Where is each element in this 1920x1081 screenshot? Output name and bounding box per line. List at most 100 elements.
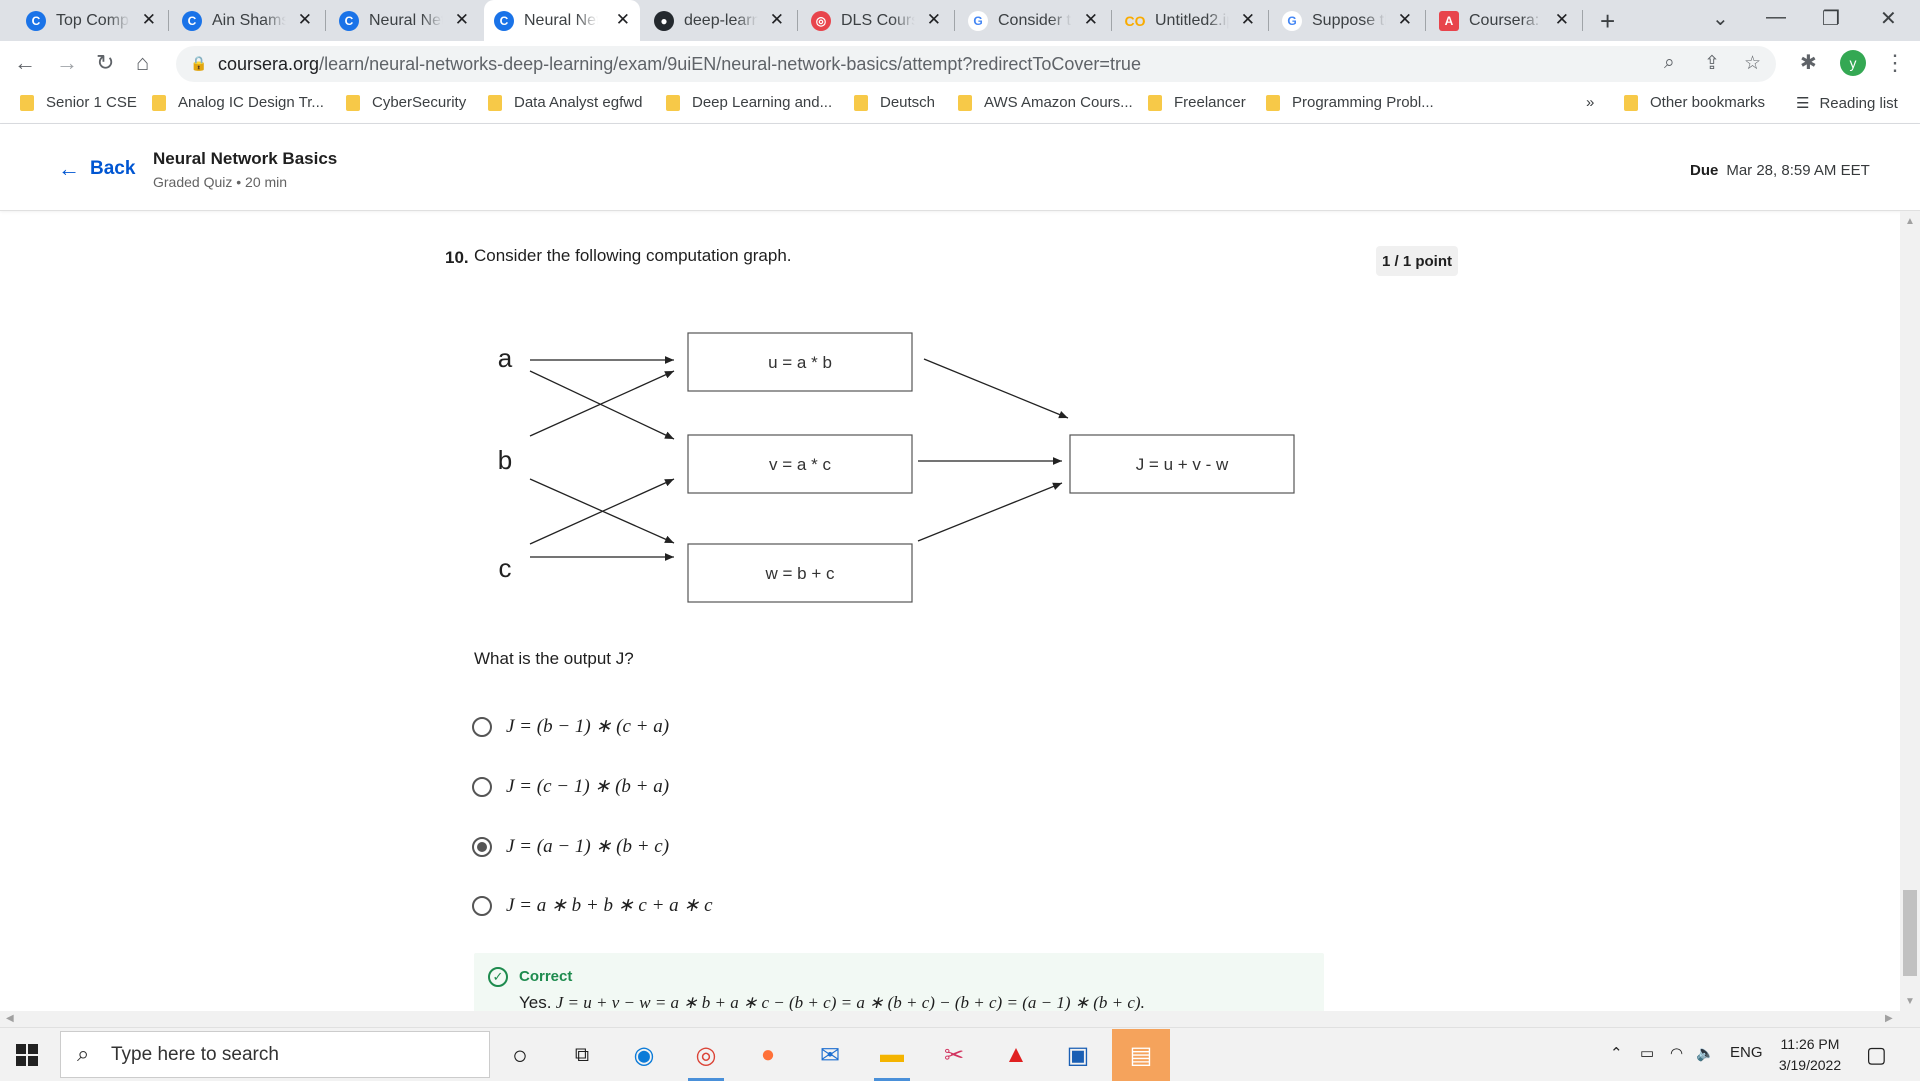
lock-icon[interactable]: 🔒 — [190, 55, 208, 71]
close-icon[interactable]: ✕ — [454, 10, 469, 29]
dls-icon: ◎ — [811, 10, 831, 31]
profile-avatar[interactable]: y — [1840, 50, 1866, 76]
mail-icon[interactable]: ✉ — [819, 1041, 841, 1069]
folder-icon — [488, 94, 502, 111]
address-bar[interactable]: 🔒 coursera.org/learn/neural-networks-dee… — [176, 46, 1776, 82]
windows-start-icon[interactable] — [16, 1044, 38, 1066]
feedback-status: Correct — [519, 968, 573, 985]
scroll-right-arrow-icon[interactable]: ▶ — [1885, 1013, 1893, 1024]
battery-icon[interactable]: ▭ — [1640, 1045, 1655, 1062]
snip-sketch-icon[interactable]: ✂ — [943, 1041, 965, 1069]
tab-2[interactable]: C Neural Networks ✕ — [329, 0, 479, 41]
task-view-icon[interactable]: ⧉ — [574, 1043, 590, 1066]
other-bookmarks-folder[interactable]: Other bookmarks — [1624, 94, 1765, 111]
close-icon[interactable]: ✕ — [1397, 10, 1412, 29]
radio-button[interactable] — [472, 776, 492, 797]
minimize-button[interactable]: — — [1766, 6, 1786, 28]
bookmark-folder[interactable]: Freelancer — [1148, 94, 1246, 111]
extensions-icon[interactable]: ✱ — [1800, 52, 1817, 74]
tab-0[interactable]: C Top Computer Science ✕ — [16, 0, 166, 41]
clock[interactable]: 11:26 PM 3/19/2022 — [1778, 1036, 1842, 1073]
reload-icon[interactable]: ↻ — [96, 50, 115, 75]
notification-center-icon[interactable]: ▢ — [1866, 1042, 1887, 1067]
tab-search-icon[interactable]: ⌄ — [1712, 8, 1729, 30]
scrollbar-thumb[interactable] — [1903, 890, 1917, 976]
forward-arrow-icon[interactable]: → — [56, 50, 78, 75]
back-arrow-icon[interactable]: ← — [14, 50, 36, 75]
share-icon[interactable]: ⇪ — [1704, 53, 1720, 74]
answer-option-1[interactable]: J = (b − 1) ∗ (c + a) — [472, 715, 669, 738]
computation-graph: a b c u = a * b v = a * c w = b + c — [498, 332, 1295, 603]
reading-list-button[interactable]: ☰Reading list — [1796, 94, 1898, 113]
zoom-icon[interactable]: ⌕ — [1664, 52, 1675, 73]
chrome-icon[interactable]: ◎ — [695, 1041, 717, 1069]
scroll-left-arrow-icon[interactable]: ◀ — [6, 1013, 14, 1024]
acrobat-icon[interactable]: ▲ — [1004, 1041, 1028, 1068]
url-text[interactable]: coursera.org/learn/neural-networks-deep-… — [218, 54, 1141, 74]
answer-option-2[interactable]: J = (c − 1) ∗ (b + a) — [472, 775, 669, 798]
bookmark-folder[interactable]: Deutsch — [854, 94, 935, 111]
scroll-up-arrow-icon[interactable]: ▲ — [1905, 216, 1915, 227]
close-icon[interactable]: ✕ — [1083, 10, 1098, 29]
close-icon[interactable]: ✕ — [141, 10, 156, 29]
bookmark-folder[interactable]: Programming Probl... — [1266, 94, 1434, 111]
tab-title: deep-learning — [684, 11, 758, 30]
vertical-scrollbar[interactable] — [1900, 211, 1920, 1011]
edge-a-v — [529, 370, 675, 440]
tab-5[interactable]: ◎ DLS Course ✕ — [801, 0, 951, 41]
node-u-label: u = a * b — [768, 353, 832, 372]
document-app-icon[interactable]: ▤ — [1112, 1029, 1170, 1081]
close-icon[interactable]: ✕ — [769, 10, 784, 29]
file-explorer-icon[interactable]: ▬ — [880, 1041, 904, 1068]
tab-title: Neural Networks — [369, 11, 443, 30]
radio-button[interactable] — [472, 895, 492, 916]
tab-6[interactable]: G Consider the ✕ — [958, 0, 1108, 41]
bookmarks-overflow-button[interactable]: » — [1586, 94, 1595, 111]
close-icon[interactable]: ✕ — [926, 10, 941, 29]
radio-button[interactable] — [472, 716, 492, 737]
edge-icon[interactable]: ◉ — [633, 1041, 655, 1069]
points-badge: 1 / 1 point — [1376, 246, 1459, 276]
volume-icon[interactable]: 🔈 — [1696, 1045, 1715, 1062]
tab-1[interactable]: C Ain Shams University ✕ — [172, 0, 322, 41]
edge-b-u — [529, 370, 675, 437]
answer-option-3[interactable]: J = (a − 1) ∗ (b + c) — [472, 835, 669, 858]
close-icon[interactable]: ✕ — [1554, 10, 1569, 29]
bookmark-folder[interactable]: Data Analyst egfwd — [488, 94, 642, 111]
menu-kebab-icon[interactable]: ⋮ — [1884, 50, 1906, 75]
quiz-title: Neural Network Basics — [153, 149, 338, 168]
close-icon[interactable]: ✕ — [297, 10, 312, 29]
quiz-subtitle: Graded Quiz • 20 min — [153, 174, 288, 190]
tab-title: Neural Networks — [524, 11, 598, 30]
wifi-icon[interactable]: ◠ — [1670, 1045, 1684, 1062]
restore-button[interactable]: ❐ — [1822, 8, 1840, 30]
tab-7[interactable]: CO Untitled2.ipynb ✕ — [1115, 0, 1265, 41]
home-icon[interactable]: ⌂ — [136, 50, 150, 75]
cortana-icon[interactable]: ○ — [512, 1039, 528, 1070]
show-hidden-icons-icon[interactable]: ⌃ — [1610, 1045, 1623, 1062]
bookmark-folder[interactable]: Deep Learning and... — [666, 94, 832, 111]
horizontal-scrollbar[interactable] — [0, 1011, 1920, 1027]
photos-icon[interactable]: ▣ — [1066, 1041, 1090, 1069]
new-tab-button[interactable]: + — [1600, 6, 1616, 36]
back-button[interactable]: ← Back — [58, 156, 136, 181]
taskbar-search-box[interactable]: ⌕ Type here to search — [60, 1031, 490, 1078]
tab-8[interactable]: G Suppose the ✕ — [1272, 0, 1422, 41]
bookmark-folder[interactable]: Senior 1 CSE — [20, 94, 137, 111]
bookmark-star-icon[interactable]: ☆ — [1744, 53, 1762, 74]
close-icon[interactable]: ✕ — [1240, 10, 1255, 29]
answer-option-4[interactable]: J = a ∗ b + b ∗ c + a ∗ c — [472, 894, 713, 917]
bookmark-folder[interactable]: AWS Amazon Cours... — [958, 94, 1133, 111]
tab-4[interactable]: ● deep-learning ✕ — [644, 0, 794, 41]
tab-9[interactable]: A Coursera: N ✕ — [1429, 0, 1579, 41]
question-text: Consider the following computation graph… — [474, 246, 792, 265]
bookmark-folder[interactable]: CyberSecurity — [346, 94, 466, 111]
close-window-button[interactable]: ✕ — [1880, 8, 1897, 30]
tab-3-active[interactable]: C Neural Networks ✕ — [484, 0, 640, 41]
scroll-down-arrow-icon[interactable]: ▼ — [1905, 996, 1915, 1007]
radio-button-selected[interactable] — [472, 836, 492, 857]
close-icon[interactable]: ✕ — [615, 10, 630, 29]
language-indicator[interactable]: ENG — [1730, 1044, 1763, 1061]
bookmark-folder[interactable]: Analog IC Design Tr... — [152, 94, 324, 111]
firefox-icon[interactable]: ● — [760, 1041, 776, 1068]
